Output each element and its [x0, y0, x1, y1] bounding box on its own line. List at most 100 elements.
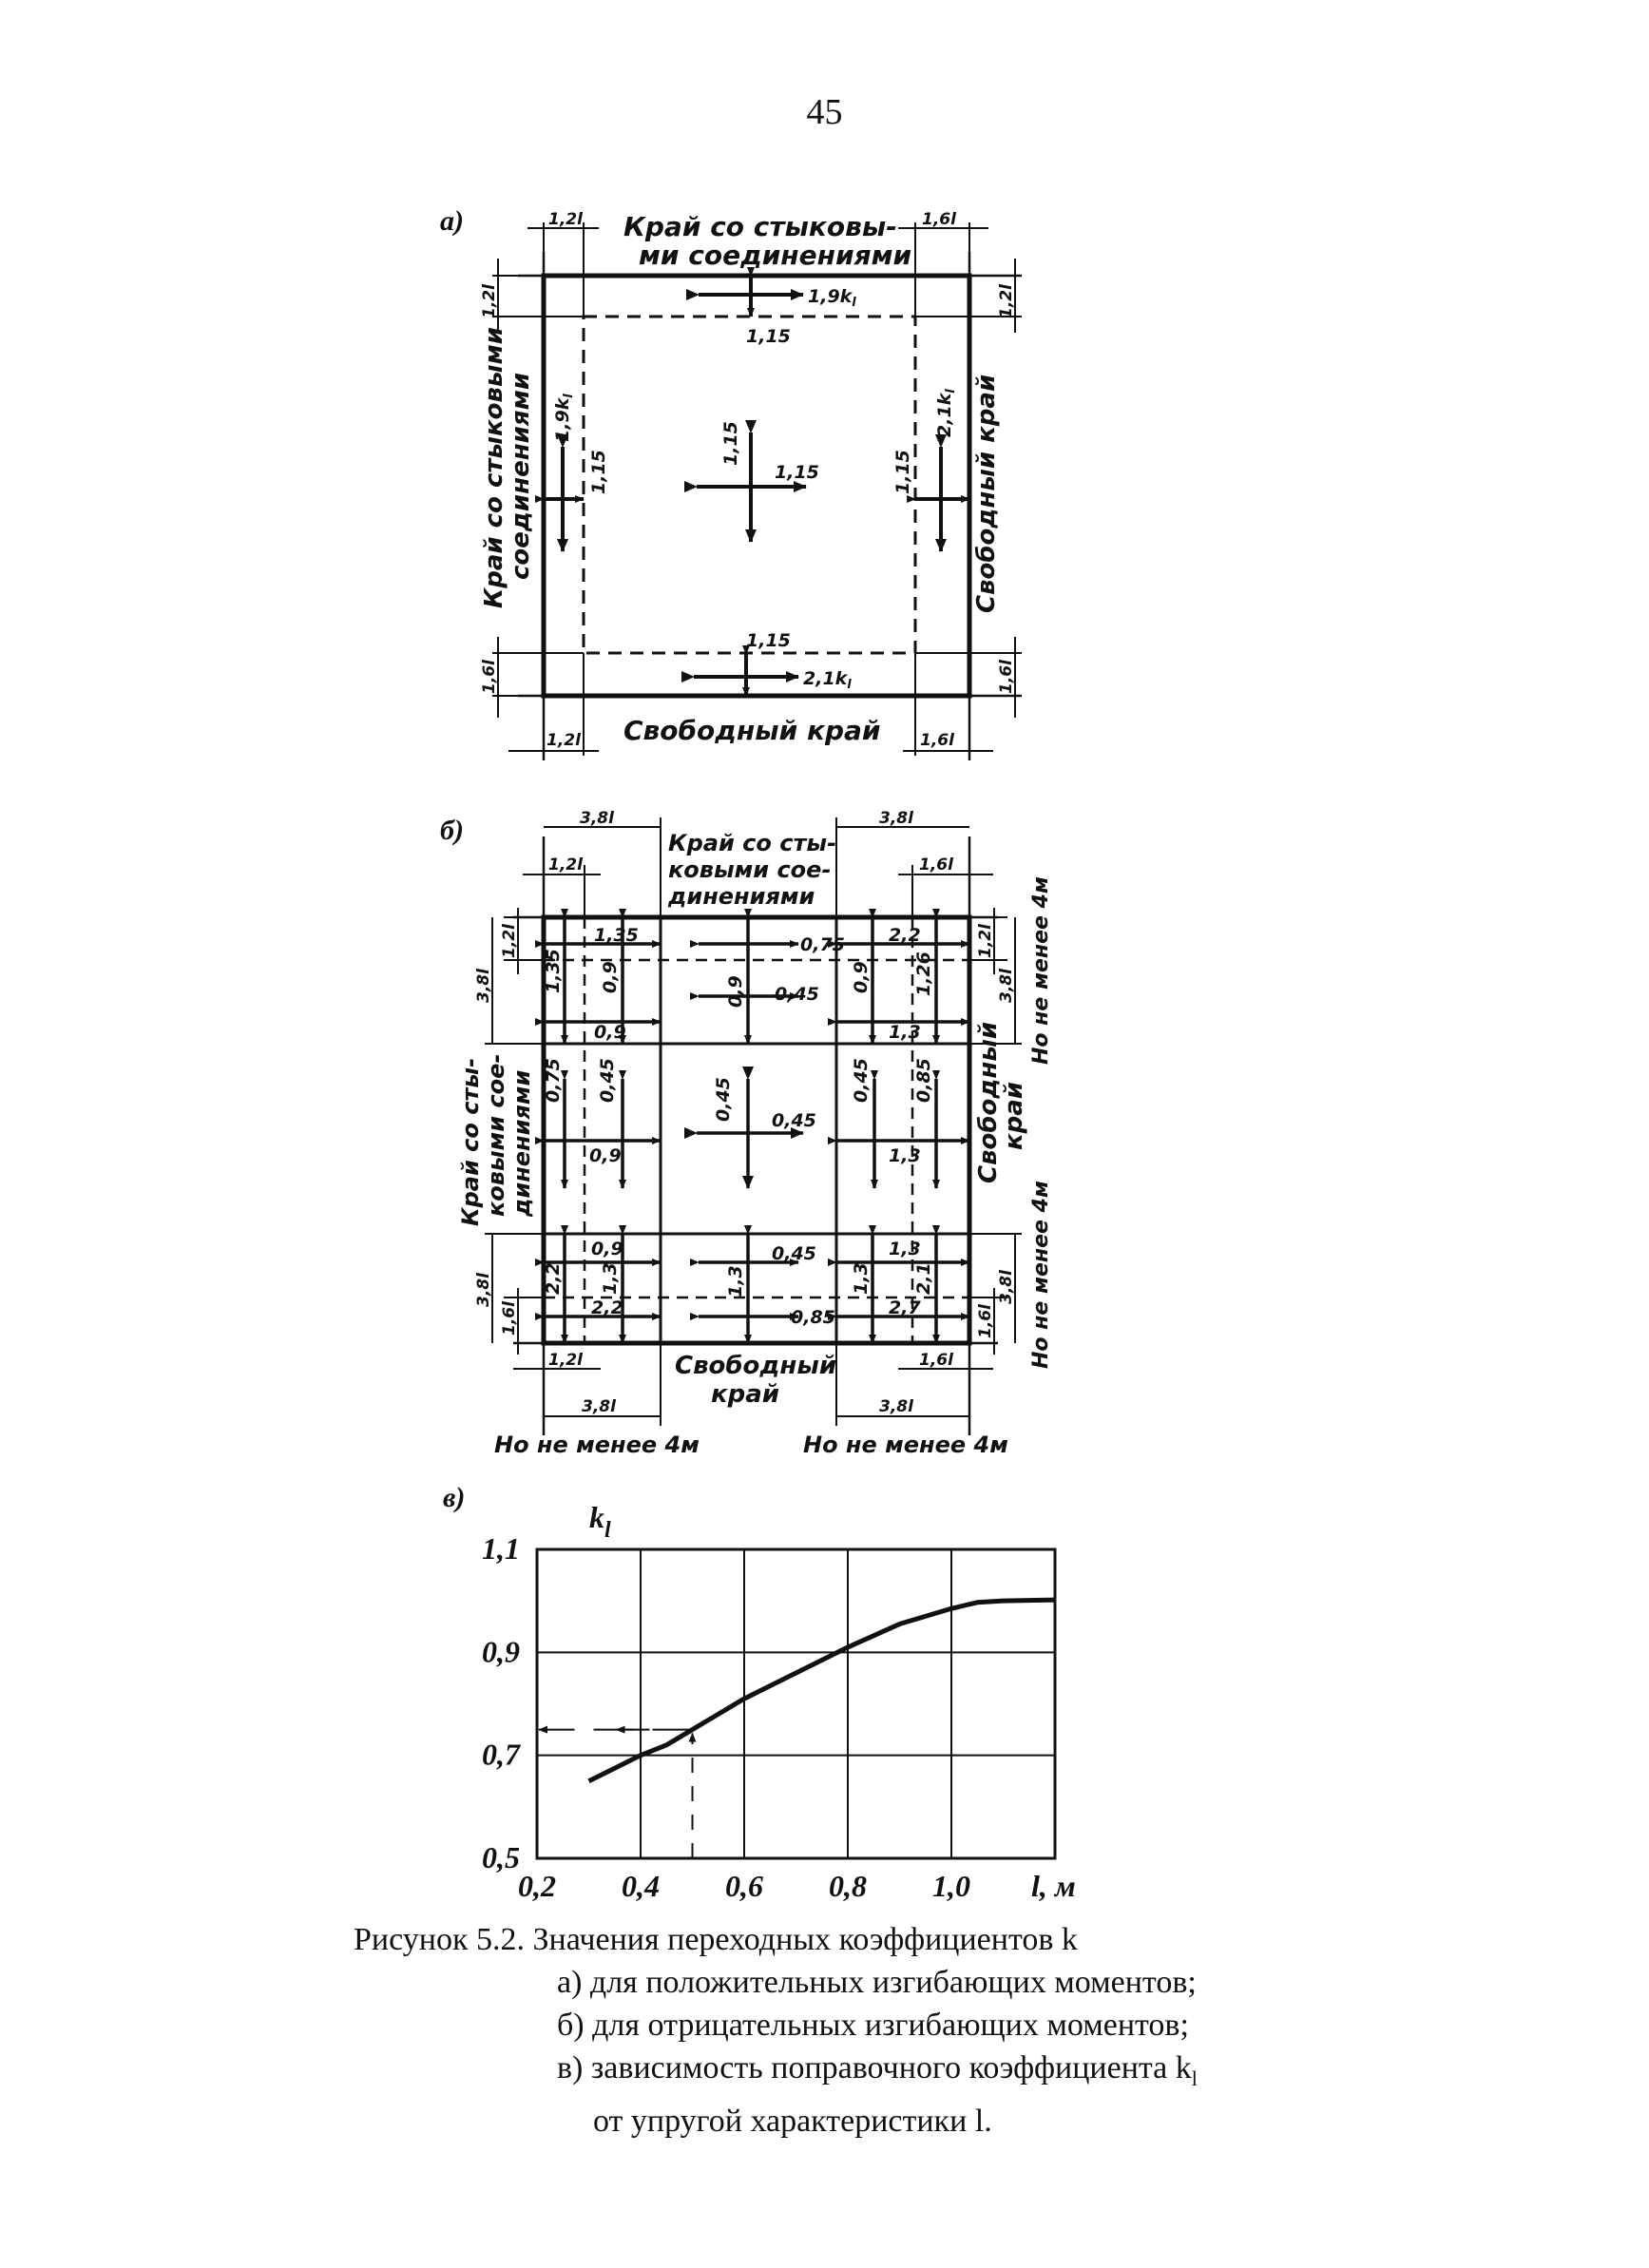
panel-b-left-edge-label-1: Край со сты- [457, 1058, 484, 1226]
chart-xtick-label: 0,6 [725, 1869, 763, 1903]
panel-b-right-edge-label-1: Свободный [974, 1022, 1003, 1183]
panel-b-coef-tl-b: 1,35 [543, 949, 564, 993]
panel-b-coef-tr-c: 0,9 [851, 961, 872, 993]
panel-a-dim-top-right: 1,6l [922, 210, 957, 229]
chart-ylabel: kl [589, 1500, 611, 1543]
panel-b-not-less-right-bottom: Но не менее 4м [1029, 1181, 1053, 1369]
panel-b-coef-045-center-v: 0,45 [713, 1077, 734, 1122]
panel-b-dim-bottom-38-left: 3,8l [582, 1397, 617, 1416]
panel-c-label: в) [443, 1482, 465, 1513]
caption-line-5: от упругой характеристики l. [593, 2103, 992, 2139]
chart-xtick-label: 1,0 [932, 1869, 970, 1903]
chart-xtick-label: 0,8 [829, 1869, 867, 1903]
chart-ytick-label: 0,7 [482, 1738, 522, 1772]
panel-b-coef-left-09: 0,9 [589, 1145, 622, 1166]
panel-b-coef-bl-b: 2,2 [543, 1262, 564, 1295]
caption-line-1: Рисунок 5.2. Значения переходных коэффиц… [354, 1922, 1078, 1957]
panel-b-top-edge-label-1: Край со сты- [668, 830, 836, 856]
panel-a-dim-left-bottom: 1,6l [480, 659, 499, 694]
panel-a-top-edge-label-1: Край со стыковы- [623, 211, 897, 242]
panel-a-coef-inner-left: 1,15 [588, 450, 609, 494]
panel-b-coef-13-bottom-mid: 1,3 [725, 1265, 746, 1297]
panel-a-coef-top-edge: 1,9kl [808, 286, 856, 310]
panel-b-right-edge-label-2: край [1000, 1082, 1028, 1150]
panel-a-label: а) [440, 205, 464, 237]
panel-b-dim-left-38-bottom: 3,8l [474, 1272, 493, 1307]
chart-ytick-label: 1,1 [482, 1531, 520, 1566]
panel-a-coef-bottom-edge: 2,1kl [803, 668, 852, 692]
panel-a-dim-top-left: 1,2l [548, 210, 584, 229]
caption-line-2: а) для положительных изгибающих моментов… [557, 1965, 1197, 2000]
panel-a-left-edge-label-1: Край со стыковыми [480, 327, 508, 608]
panel-b-left-edge-label-2: ковыми сое- [483, 1054, 509, 1217]
panel-b-coef-045-center-h: 0,45 [772, 1110, 816, 1131]
chart-grid [535, 1547, 1057, 1860]
panel-b-left-edge-label-3: динениями [508, 1070, 535, 1218]
panel-b-coef-left-075: 0,75 [543, 1058, 564, 1103]
caption-line-3: б) для отрицательных изгибающих моментов… [557, 2008, 1189, 2043]
panel-b-coef-br-b: 1,3 [851, 1262, 872, 1295]
panel-b: б) 3,8l 3,8l 1,2l 1,6l Край со сты- ковы… [440, 809, 1053, 1458]
panel-b-dim-top-12: 1,2l [548, 855, 584, 875]
panel-b-dim-top-16: 1,6l [919, 855, 954, 875]
panel-b-coef-075-top: 0,75 [800, 934, 845, 955]
panel-b-coef-tr-a: 2,2 [889, 925, 921, 946]
chart-series-line-0 [587, 1597, 1056, 1783]
chart-series [587, 1597, 1056, 1783]
panel-b-dim-right-12: 1,2l [976, 923, 995, 958]
panel-a-coef-inner-right: 1,15 [892, 450, 913, 494]
chart-xtick-label: 0,2 [518, 1869, 556, 1903]
panel-b-coef-085-bottom: 0,85 [791, 1307, 835, 1328]
panel-b-not-less-right-top: Но не менее 4м [1029, 876, 1053, 1065]
panel-a-dim-right-bottom: 1,6l [997, 659, 1016, 694]
panel-b-coef-right-085: 0,85 [913, 1058, 934, 1103]
chart-example-arrows [538, 1725, 697, 1858]
panel-b-dim-top-38-left: 3,8l [580, 809, 615, 828]
chart-xtick-label: 0,4 [622, 1869, 660, 1903]
panel-b-dim-left-16: 1,6l [500, 1300, 519, 1336]
chart-x-ticks: 0,2 0,4 0,6 0,8 1,0 [518, 1869, 970, 1903]
panel-a-coef-center-v: 1,15 [720, 421, 741, 466]
chart-ytick-label: 0,5 [482, 1840, 520, 1874]
panel-b-coef-tl-a: 1,35 [594, 925, 639, 946]
panel-a-coef-inner-bottom: 1,15 [746, 630, 791, 651]
panel-b-dim-bottom-12: 1,2l [548, 1351, 584, 1370]
panel-b-label: б) [440, 815, 464, 846]
panel-a-dim-bottom-left: 1,2l [546, 731, 582, 750]
panel-a-right-edge-label: Свободный край [972, 375, 1001, 613]
chart-ytick-label: 0,9 [482, 1634, 520, 1668]
page-number: 45 [806, 92, 843, 132]
panel-b-bottom-edge-label-2: край [711, 1380, 779, 1409]
panel-b-not-less-bottom-left: Но не менее 4м [494, 1432, 700, 1458]
panel-a-coef-center-h: 1,15 [775, 462, 819, 483]
panel-b-coef-bl-a: 0,9 [591, 1239, 623, 1259]
chart-frame [535, 1547, 1057, 1860]
panel-a-coef-inner-top: 1,15 [746, 326, 791, 347]
panel-b-dim-right-16: 1,6l [976, 1303, 995, 1338]
panel-b-dim-left-12: 1,2l [500, 923, 519, 958]
panel-b-dim-left-38-top: 3,8l [474, 968, 493, 1003]
panel-b-coef-tr-b: 1,26 [913, 951, 934, 996]
panel-a-dim-left-top: 1,2l [480, 283, 499, 318]
panel-b-dim-bottom-16: 1,6l [919, 1351, 954, 1370]
panel-b-coef-bl-c: 1,3 [600, 1262, 621, 1295]
panel-a: а) 1,2l 1,6l 1,2l 1,6l 1,2l [440, 205, 1022, 760]
panel-b-coef-right-045: 0,45 [851, 1058, 872, 1103]
panel-a-coef-right-edge: 2,1kl [934, 389, 958, 437]
panel-b-coef-right-13: 1,3 [889, 1145, 921, 1166]
panel-b-coef-bl-d: 2,2 [591, 1297, 623, 1318]
panel-b-coef-br-d: 2,1 [913, 1262, 934, 1295]
panel-b-coef-045-bottom: 0,45 [772, 1243, 816, 1264]
panel-b-bottom-edge-label-1: Свободный [675, 1352, 836, 1380]
chart-y-ticks: 1,1 0,9 0,7 0,5 [482, 1531, 522, 1874]
panel-b-not-less-bottom-right: Но не менее 4м [803, 1432, 1008, 1458]
panel-b-coef-left-045: 0,45 [597, 1058, 618, 1103]
panel-b-top-edge-label-3: динениями [667, 883, 815, 910]
panel-a-left-edge-label-2: соединениями [507, 373, 535, 580]
panel-a-bottom-edge-label: Свободный край [623, 715, 881, 746]
caption-line-4: в) зависимость поправочного коэффициента… [557, 2050, 1198, 2090]
panel-a-top-edge-label-2: ми соединениями [639, 240, 911, 271]
panel-b-dim-right-38-top: 3,8l [997, 968, 1016, 1003]
